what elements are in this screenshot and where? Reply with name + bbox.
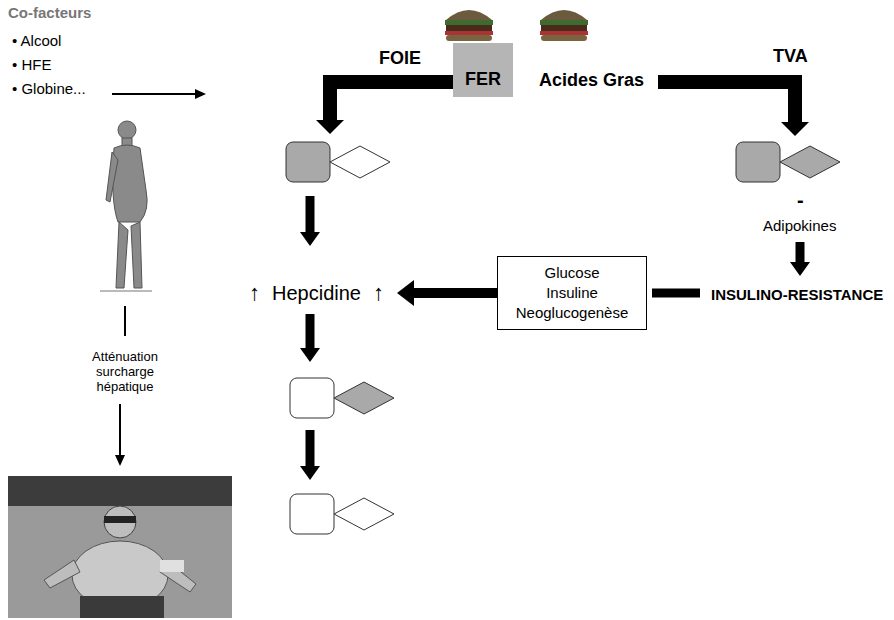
text-label: • HFE [12, 56, 51, 73]
text-label: INSULINO-RESISTANCE [711, 286, 883, 303]
node-text: Glucose [506, 263, 638, 283]
text-label: Hepcidine [272, 282, 361, 305]
thick-arrow [652, 289, 700, 298]
text-label: Adipokines [763, 217, 836, 234]
cell-diamond [330, 146, 390, 178]
cell-diamond [334, 498, 394, 530]
text-label: • Globine... [12, 80, 86, 97]
burger-icon [540, 10, 588, 41]
thick-arrow [397, 280, 497, 306]
down-arrow [300, 196, 320, 246]
cell-square [290, 494, 334, 534]
text-label: FOIE [379, 48, 421, 69]
node-text: Insuline [506, 283, 638, 303]
standing-man [106, 121, 147, 288]
burger-icon [445, 10, 493, 41]
cell-diamond [334, 382, 394, 414]
cofactor-arrow [112, 89, 206, 99]
text-label: Co-facteurs [8, 4, 91, 21]
cell-square [736, 142, 780, 182]
text-label: ↑ [373, 280, 384, 305]
thick-arrow [316, 82, 453, 134]
down-arrow [300, 430, 320, 480]
beach-photo [8, 476, 232, 618]
connector-line [124, 306, 126, 336]
iron-box: FER [453, 43, 513, 97]
down-arrow [115, 404, 125, 466]
text-label: TVA [773, 46, 808, 67]
node-text: FER [461, 69, 505, 89]
cell-square [290, 378, 334, 418]
text-label: Acides Gras [539, 70, 644, 91]
text-label: - [797, 189, 804, 212]
thick-arrow [658, 82, 809, 136]
text-label: • Alcool [12, 32, 61, 49]
process-box: GlucoseInsulineNeoglucogenèse [497, 256, 647, 330]
cell-square [286, 142, 330, 182]
text-label: ↑ [249, 280, 260, 305]
down-arrow [790, 242, 810, 276]
down-arrow [300, 314, 320, 362]
node-text: Neoglucogenèse [506, 303, 638, 323]
text-label: Atténuation surcharge hépatique [73, 350, 177, 395]
cell-diamond [780, 146, 840, 178]
ground-line [100, 291, 152, 292]
